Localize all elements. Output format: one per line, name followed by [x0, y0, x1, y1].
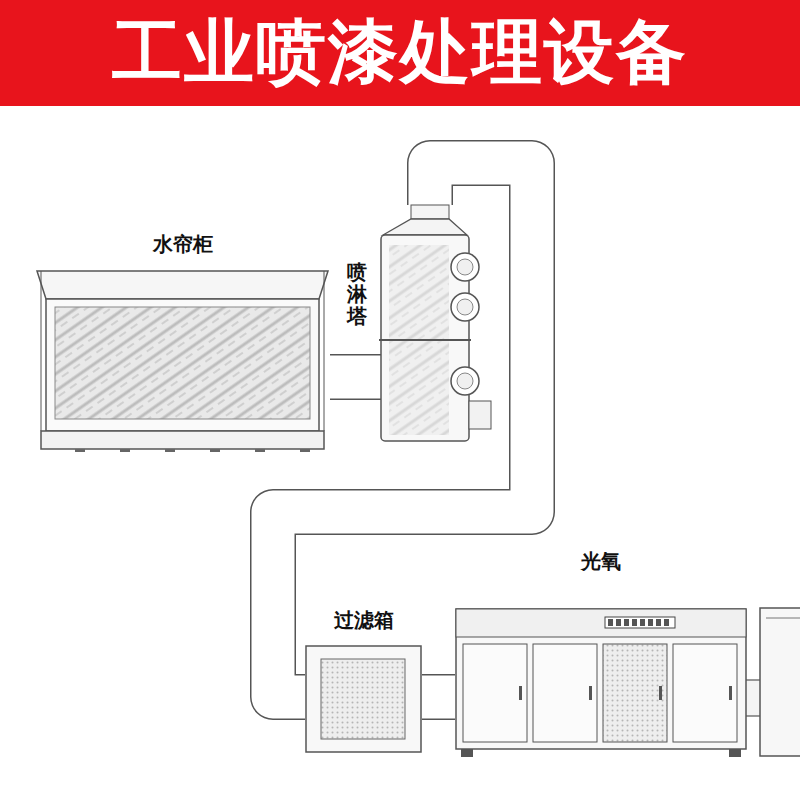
water-curtain-cabinet: 水帘柜 — [35, 265, 330, 455]
photo-oxygen-unit: 光氧 — [455, 608, 747, 758]
duct-outline — [422, 674, 455, 720]
equipment-label: 水帘柜 — [153, 231, 213, 258]
spray-tower: 喷淋塔 — [375, 205, 495, 445]
equipment-label: 光氧 — [581, 548, 621, 575]
title: 工业喷漆处理设备 — [0, 0, 800, 106]
equipment-label: 过滤箱 — [334, 607, 394, 634]
photo-oxygen-unit-drawing — [455, 608, 747, 758]
duct-outline — [330, 354, 381, 400]
spray-tower-drawing — [375, 205, 495, 445]
duct-inner — [422, 676, 455, 719]
water-curtain-cabinet-drawing — [35, 265, 330, 455]
air-duct — [422, 697, 455, 698]
filter-box-drawing — [305, 645, 422, 753]
air-duct — [330, 377, 381, 378]
duct-inner — [330, 356, 381, 399]
equipment-label: 喷淋塔 — [347, 261, 367, 327]
filter-box: 过滤箱 — [305, 645, 422, 753]
